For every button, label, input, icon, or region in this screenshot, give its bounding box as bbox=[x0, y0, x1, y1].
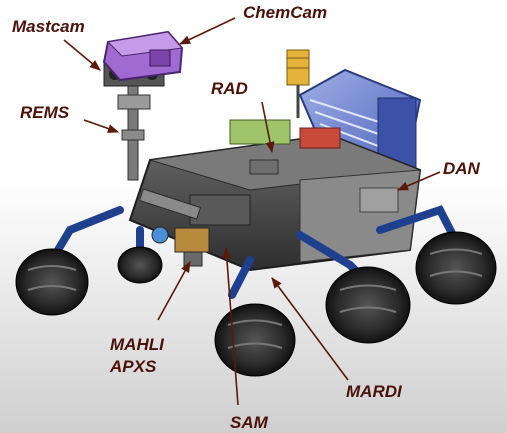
leader-lines bbox=[63, 17, 441, 406]
mardi-leader bbox=[271, 277, 349, 381]
label-mastcam: Mastcam bbox=[12, 17, 85, 36]
label-mardi: MARDI bbox=[346, 382, 402, 401]
dan-leader bbox=[396, 171, 441, 191]
antenna bbox=[286, 49, 310, 118]
rems-leader bbox=[83, 119, 120, 133]
mahli-apxs-leader bbox=[157, 261, 191, 321]
label-rad: RAD bbox=[211, 79, 248, 98]
chemcam-leader bbox=[178, 17, 236, 45]
label-mahli: MAHLI bbox=[110, 335, 164, 354]
mastcam-leader bbox=[63, 39, 101, 71]
rad-leader bbox=[261, 101, 275, 154]
sam-leader bbox=[222, 246, 239, 406]
label-chemcam: ChemCam bbox=[243, 3, 328, 22]
robotic-arm bbox=[138, 188, 210, 267]
wheels bbox=[15, 231, 497, 377]
label-dan: DAN bbox=[443, 159, 480, 178]
label-sam: SAM bbox=[230, 413, 268, 432]
chemcam-head bbox=[102, 30, 184, 82]
label-apxs: APXS bbox=[110, 357, 157, 376]
label-rems: REMS bbox=[20, 103, 70, 122]
